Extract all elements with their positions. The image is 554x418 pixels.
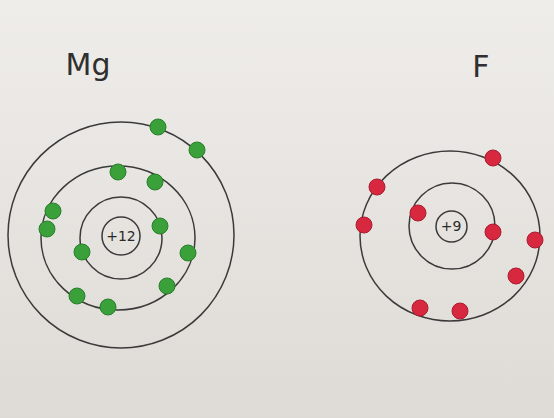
nucleus-charge: +9 xyxy=(441,218,462,234)
middle-shell xyxy=(41,166,195,310)
electron xyxy=(159,278,175,294)
inner-shell xyxy=(409,183,495,269)
electron xyxy=(150,119,166,135)
electron xyxy=(69,288,85,304)
electron xyxy=(189,142,205,158)
electron xyxy=(39,221,55,237)
electron xyxy=(110,164,126,180)
nucleus: +9 xyxy=(435,210,468,243)
nucleus-circle xyxy=(436,211,467,242)
element-symbol: Mg xyxy=(66,47,111,82)
electron xyxy=(410,205,426,221)
electron xyxy=(508,268,524,284)
electron xyxy=(412,300,428,316)
electron xyxy=(180,245,196,261)
nucleus-charge: +12 xyxy=(106,228,136,244)
electron xyxy=(100,299,116,315)
nucleus: +12 xyxy=(101,216,141,256)
nucleus-circle xyxy=(102,217,140,255)
electron xyxy=(147,174,163,190)
outer-shell xyxy=(360,151,540,321)
outer-shell xyxy=(8,122,234,348)
electron xyxy=(485,150,501,166)
electron xyxy=(45,203,61,219)
inner-shell xyxy=(80,197,162,279)
electron xyxy=(369,179,385,195)
electron xyxy=(485,224,501,240)
electron xyxy=(452,303,468,319)
electron xyxy=(527,232,543,248)
electron xyxy=(74,244,90,260)
element-symbol: F xyxy=(472,49,489,84)
electron xyxy=(356,217,372,233)
electron xyxy=(152,218,168,234)
